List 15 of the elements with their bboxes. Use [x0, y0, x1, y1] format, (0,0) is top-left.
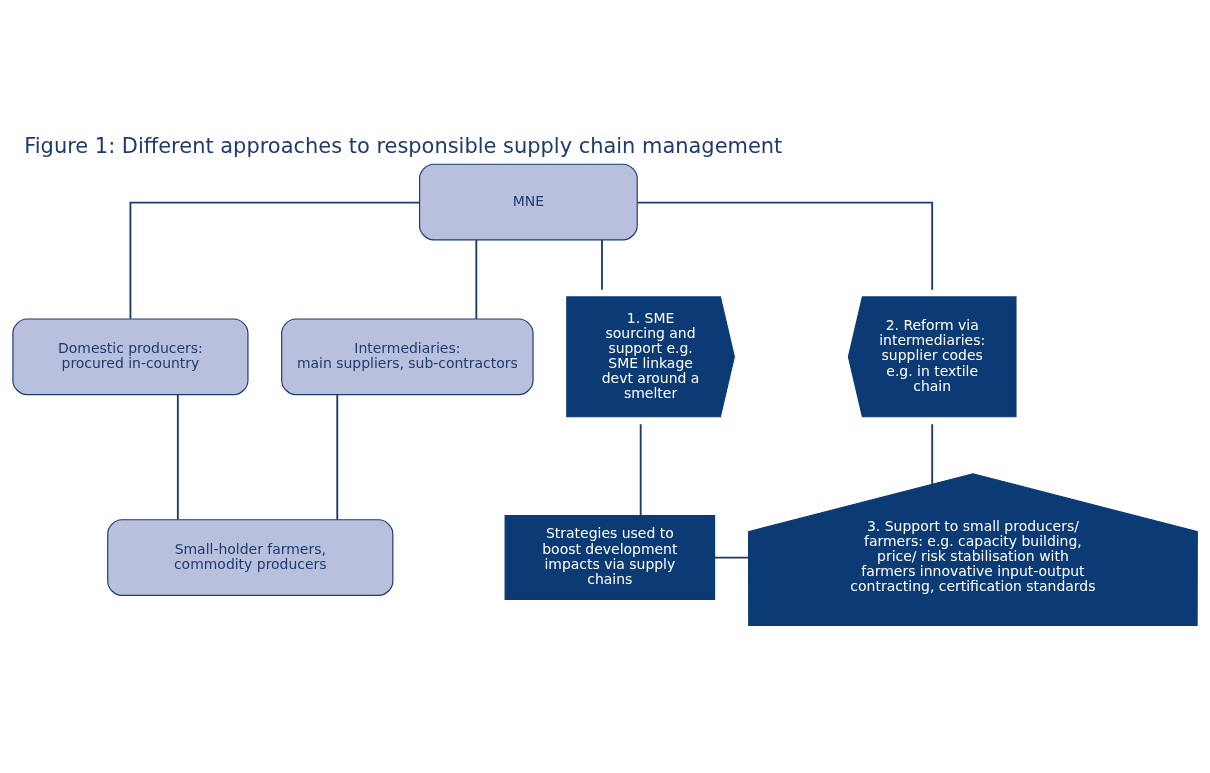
node-box: Strategies used to boost development impacts via supply chains	[504, 515, 716, 601]
connector	[713, 556, 750, 559]
connector	[336, 394, 339, 521]
connector	[129, 201, 421, 320]
diagram-title: Figure 1: Different approaches to responsible supply chain management	[24, 134, 783, 159]
node-box: Small-holder farmers, commodity producers	[107, 519, 394, 596]
connector	[601, 239, 603, 291]
connector	[636, 201, 934, 291]
connector	[475, 239, 478, 320]
connector	[639, 423, 642, 517]
connector	[931, 423, 934, 486]
node-box: Domestic producers: procured in-country	[12, 318, 249, 396]
connector	[176, 394, 179, 521]
node-box: Intermediaries: main suppliers, sub-contractors	[281, 318, 534, 396]
node-box: MNE	[419, 163, 638, 241]
